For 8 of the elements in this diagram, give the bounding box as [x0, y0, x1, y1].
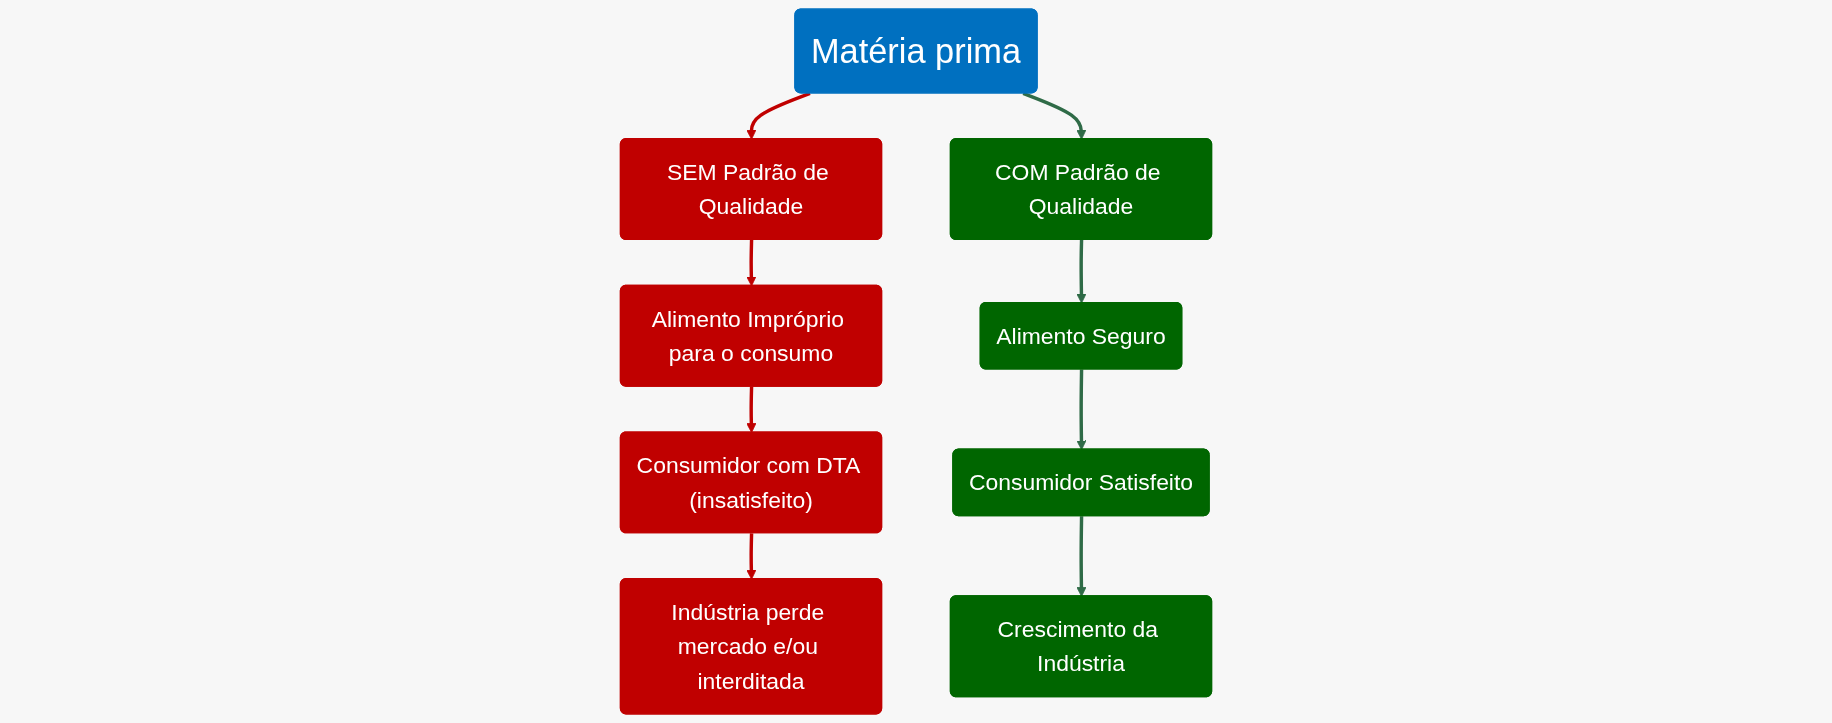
arrow: [1022, 91, 1087, 140]
arrow: [746, 386, 757, 433]
arrow: [1076, 240, 1087, 304]
arrow: [1076, 516, 1087, 597]
arrow: [746, 533, 757, 580]
arrow: [746, 240, 757, 287]
arrow: [746, 91, 811, 140]
arrow: [1076, 369, 1087, 451]
